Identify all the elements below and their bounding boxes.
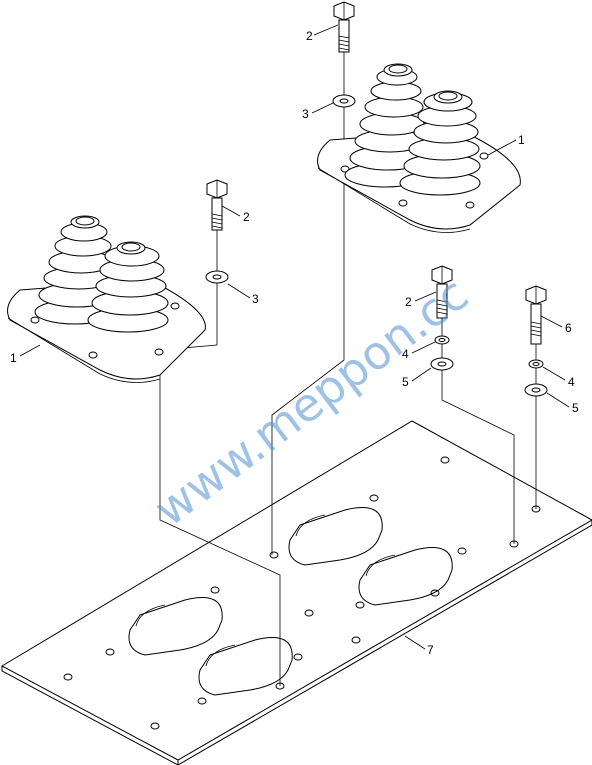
boot-assembly-right: [317, 63, 521, 233]
washers: [205, 94, 548, 397]
bolt-mid: [206, 179, 228, 231]
callout-3-top: 3: [302, 107, 309, 121]
assembly-lines: [159, 40, 537, 686]
callout-labels: 2 3 1 2 3 1 2 4 5 6 4 5 7: [10, 29, 579, 657]
boot-assembly-left: [7, 215, 206, 383]
bellows-boot-4: [87, 241, 169, 333]
flat-washer-a: [430, 357, 454, 371]
plate-slot-1: [288, 507, 383, 566]
bolt-right-b: [525, 285, 547, 345]
base-plate-edge: [1, 520, 592, 765]
washer-mid: [205, 270, 229, 284]
callout-5-b: 5: [572, 401, 579, 415]
washer-top: [332, 94, 356, 108]
callout-2-mid: 2: [243, 210, 250, 224]
lock-washer-b: [528, 359, 544, 369]
bellows-boot-2: [399, 90, 481, 196]
lock-washer-a: [434, 335, 450, 345]
flat-washer-b: [524, 383, 548, 397]
callout-5-a: 5: [402, 375, 409, 389]
plate-slot-2: [358, 547, 453, 606]
callout-2-right: 2: [405, 295, 412, 309]
callout-leaders: [19, 24, 570, 650]
callout-3-mid: 3: [252, 292, 259, 306]
plate-slot-3: [128, 597, 223, 656]
callout-2-top: 2: [306, 29, 313, 43]
callout-4-a: 4: [402, 347, 409, 361]
base-plate: [0, 420, 592, 765]
bellows-boot-3: [34, 215, 116, 325]
callout-1-left: 1: [10, 351, 17, 365]
plate-slot-4: [198, 637, 293, 696]
bolt-right-a: [431, 265, 453, 319]
base-plate-top: [0, 420, 592, 761]
callout-6: 6: [565, 321, 572, 335]
bolt-top: [333, 1, 355, 53]
callout-1-right: 1: [518, 133, 525, 147]
callout-7: 7: [427, 643, 434, 657]
callout-4-b: 4: [568, 375, 575, 389]
